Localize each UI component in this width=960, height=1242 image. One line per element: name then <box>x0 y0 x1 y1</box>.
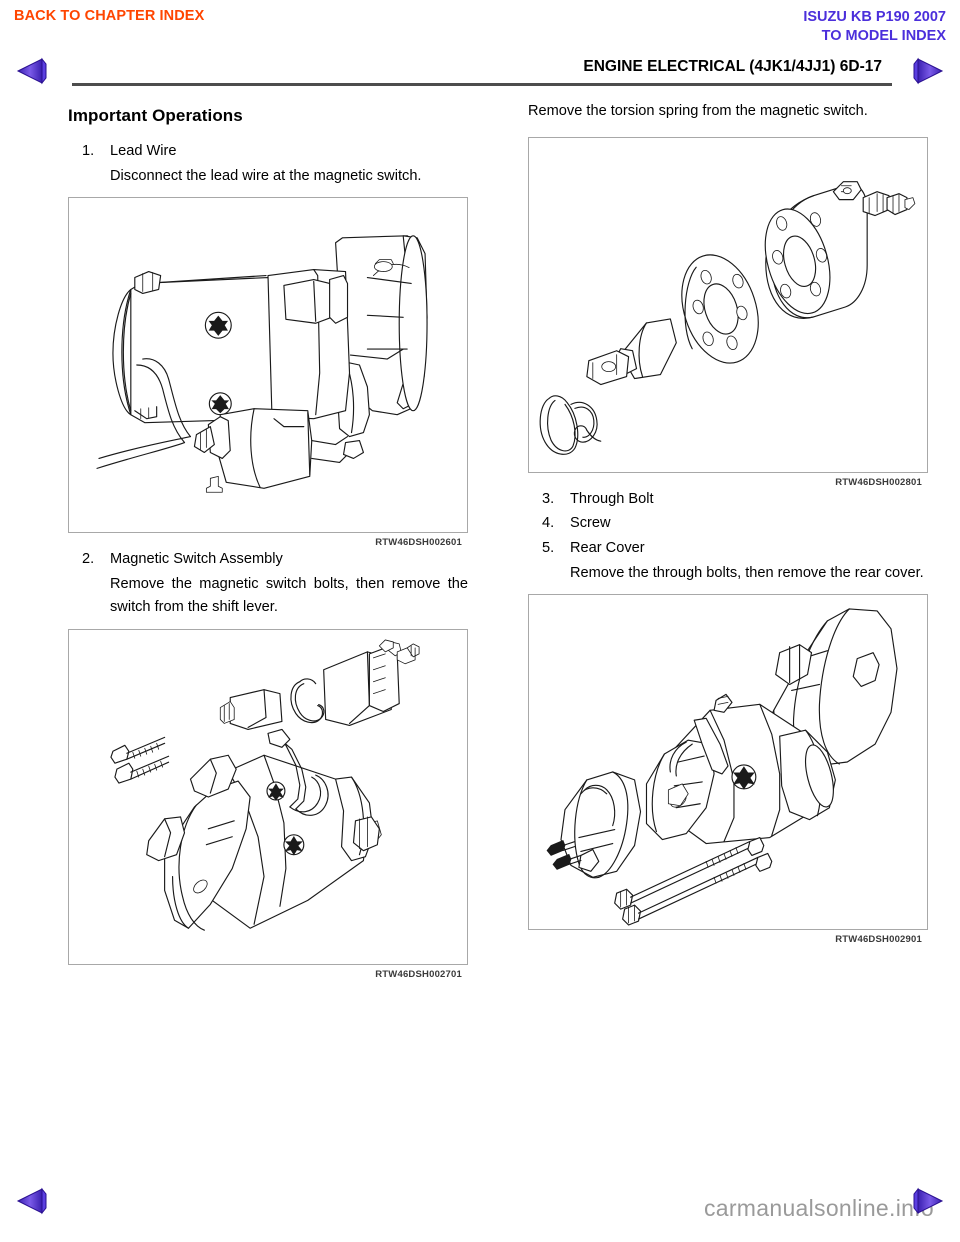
step-4-heading: Screw <box>570 515 611 532</box>
magnetic-switch-body <box>764 180 916 319</box>
figure-3: RTW46DSH002801 <box>528 136 928 488</box>
step-5-heading: Rear Cover <box>570 539 645 556</box>
header-divider-rule <box>72 83 892 86</box>
figure-3-caption: RTW46DSH002801 <box>835 476 922 488</box>
next-page-arrow-bottom[interactable] <box>908 1186 946 1216</box>
right-intro-paragraph: Remove the torsion spring from the magne… <box>528 103 868 119</box>
step-3-number: 3. <box>542 490 555 507</box>
step-2-heading: Magnetic Switch Assembly <box>110 551 283 568</box>
torsion-spring <box>539 395 602 455</box>
bolt-upper <box>110 736 166 764</box>
page-title: ENGINE ELECTRICAL (4JK1/4JJ1) 6D-17 <box>575 58 888 76</box>
step-5: 5. Rear Cover <box>528 537 928 560</box>
rear-cover-through-bolts-drawing <box>546 608 898 926</box>
step-1-number: 1. <box>82 143 95 159</box>
body-screw-2 <box>283 833 305 855</box>
through-bolt-1 <box>614 837 765 911</box>
figure-1-image <box>68 197 468 534</box>
magnetic-switch-exploded-drawing <box>110 639 420 931</box>
figure-3-image <box>528 136 928 473</box>
starter-motor-assembly-drawing <box>96 235 428 494</box>
right-triangle-arrow-icon <box>908 1186 946 1216</box>
step-1: 1. Lead Wire <box>68 140 468 163</box>
screw-head-lower <box>208 392 232 416</box>
step-2-body: Remove the magnetic switch bolts, then r… <box>110 575 468 615</box>
step-5-number: 5. <box>542 539 555 556</box>
step-2-number: 2. <box>82 551 95 568</box>
through-bolt-2 <box>622 853 773 926</box>
step-5-body: Remove the through bolts, then remove th… <box>570 564 924 581</box>
cover-screw-2 <box>552 854 582 871</box>
figure-4: RTW46DSH002901 <box>528 594 928 945</box>
next-page-arrow-top[interactable] <box>908 56 946 86</box>
figure-1: RTW46DSH002601 <box>68 197 468 548</box>
step-4-number: 4. <box>542 515 555 532</box>
model-name-label: ISUZU KB P190 2007 <box>803 9 946 25</box>
step-2: 2. Magnetic Switch Assembly <box>68 548 468 571</box>
step-3-heading: Through Bolt <box>570 490 654 507</box>
screw-head-upper <box>204 312 232 340</box>
rear-cover <box>560 771 642 879</box>
figure-4-image <box>528 594 928 931</box>
previous-page-arrow-bottom[interactable] <box>16 1186 54 1216</box>
figure-2-image <box>68 628 468 965</box>
page-header: ENGINE ELECTRICAL (4JK1/4JJ1) 6D-17 <box>0 58 960 92</box>
step-4: 4. Screw <box>528 512 928 535</box>
site-watermark: carmanualsonline.info <box>703 1195 934 1221</box>
cover-screw-1 <box>546 840 576 857</box>
left-triangle-arrow-icon <box>16 1186 54 1216</box>
back-to-chapter-index-link[interactable]: BACK TO CHAPTER INDEX <box>14 8 205 24</box>
step-1-body: Disconnect the lead wire at the magnetic… <box>110 167 422 184</box>
to-model-index-link[interactable]: TO MODEL INDEX <box>821 28 946 45</box>
right-triangle-arrow-icon <box>908 56 946 86</box>
left-column: Important Operations 1. Lead Wire Discon… <box>68 100 468 980</box>
section-title-important-operations: Important Operations <box>68 106 243 125</box>
figure-1-caption: RTW46DSH002601 <box>375 537 462 549</box>
plunger <box>586 318 677 385</box>
step-3: 3. Through Bolt <box>528 488 928 511</box>
body-screw-1 <box>266 781 286 801</box>
left-triangle-arrow-icon <box>16 56 54 86</box>
figure-2-caption: RTW46DSH002701 <box>375 968 462 980</box>
right-column: Remove the torsion spring from the magne… <box>528 100 928 945</box>
figure-2: RTW46DSH002701 <box>68 628 468 980</box>
figure-4-caption: RTW46DSH002901 <box>835 934 922 946</box>
model-index-link-group[interactable]: ISUZU KB P190 2007 TO MODEL INDEX <box>803 8 946 46</box>
torsion-spring-magnetic-switch-drawing <box>539 180 916 455</box>
step-1-heading: Lead Wire <box>110 143 177 159</box>
flange-plate <box>681 254 759 364</box>
previous-page-arrow-top[interactable] <box>16 56 54 86</box>
yoke-screw <box>731 764 757 790</box>
bolt-lower <box>114 755 170 784</box>
